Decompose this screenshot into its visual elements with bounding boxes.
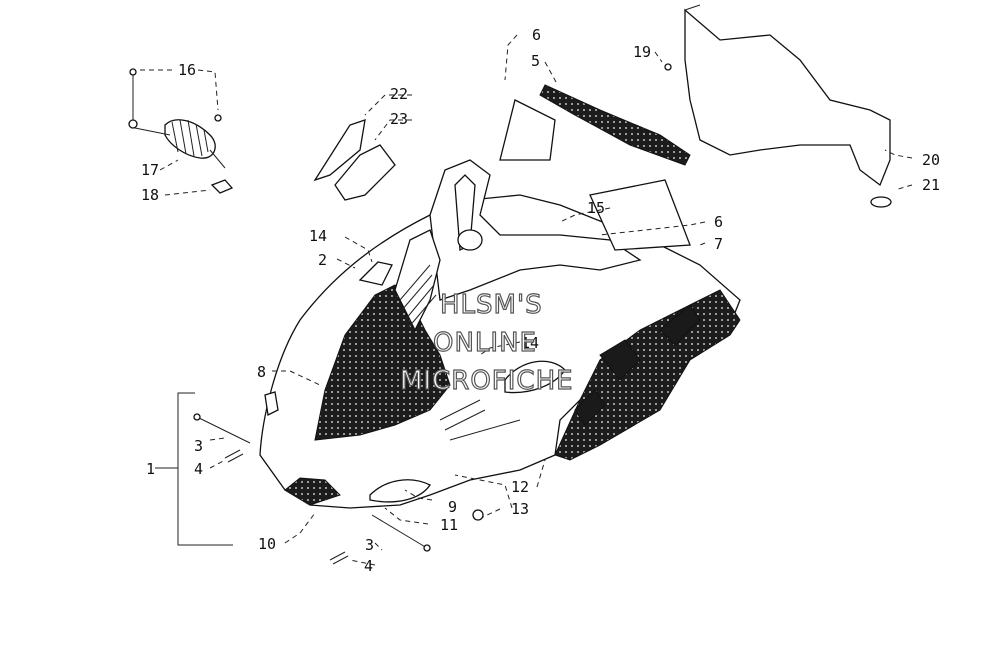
mirror-parts — [313, 119, 396, 201]
callout-23: 23 — [390, 110, 408, 128]
callout-22: 22 — [390, 85, 408, 103]
callout-21: 21 — [922, 176, 940, 194]
callout-13: 13 — [511, 500, 529, 518]
callout-20: 20 — [922, 151, 940, 169]
fastener-16b — [128, 119, 138, 129]
mirror-23 — [334, 144, 396, 201]
watermark-line-3: MICROFICHE — [400, 366, 574, 396]
hardware-kit — [128, 68, 234, 194]
callout-5: 5 — [531, 52, 540, 70]
hood-assembly — [259, 159, 741, 509]
hood-vent-right — [504, 360, 566, 394]
trim-strip — [539, 84, 691, 166]
lens-cover-upper — [499, 99, 556, 161]
screw-16a — [129, 68, 137, 76]
callout-14a: 14 — [309, 227, 327, 245]
callout-3a: 3 — [194, 437, 203, 455]
clip-18 — [210, 179, 234, 194]
callout-3b: 3 — [365, 536, 374, 554]
pins — [193, 413, 484, 565]
lightning-graphic-3 — [574, 389, 606, 426]
callout-8: 8 — [257, 363, 266, 381]
callout-16: 16 — [178, 61, 196, 79]
callout-19: 19 — [633, 43, 651, 61]
callout-2: 2 — [318, 251, 327, 269]
emblem-left — [358, 261, 393, 286]
front-vent-lower — [369, 479, 431, 503]
callout-7: 7 — [714, 235, 723, 253]
callout-1: 1 — [146, 460, 155, 478]
screw-16c — [214, 114, 222, 122]
callout-15: 15 — [587, 199, 605, 217]
callout-labels: 1 2 3 3 4 4 5 6 6 7 8 9 10 11 12 13 14 1… — [141, 26, 940, 575]
callout-11: 11 — [440, 516, 458, 534]
windshield-screw — [664, 63, 672, 71]
mirror-22 — [313, 119, 366, 182]
callout-18: 18 — [141, 186, 159, 204]
windshield — [664, 4, 892, 208]
watermark: HLSM'S ONLINE MICROFICHE — [399, 289, 574, 396]
callout-14b: 14 — [521, 334, 539, 352]
watermark-line-1: HLSM'S — [440, 290, 543, 320]
hood-right-decal — [554, 289, 741, 461]
callout-17: 17 — [141, 161, 159, 179]
callout-10: 10 — [258, 535, 276, 553]
gauge-left — [457, 229, 483, 251]
callout-6a: 6 — [532, 26, 541, 44]
lens-cover-lower — [589, 179, 691, 251]
lightning-graphic-2 — [659, 304, 701, 346]
callout-9: 9 — [448, 498, 457, 516]
headlight-side — [264, 391, 279, 416]
leader-lines — [140, 34, 913, 566]
windshield-washer — [870, 196, 892, 208]
callout-4a: 4 — [194, 460, 203, 478]
callout-6b: 6 — [714, 213, 723, 231]
nut-13 — [472, 509, 484, 521]
lightning-graphic-1 — [599, 339, 641, 381]
callout-4b: 4 — [364, 557, 373, 575]
watermark-line-2: ONLINE — [433, 328, 537, 358]
front-bumper-decal — [284, 477, 341, 506]
callout-12: 12 — [511, 478, 529, 496]
windshield-trim — [499, 84, 691, 251]
